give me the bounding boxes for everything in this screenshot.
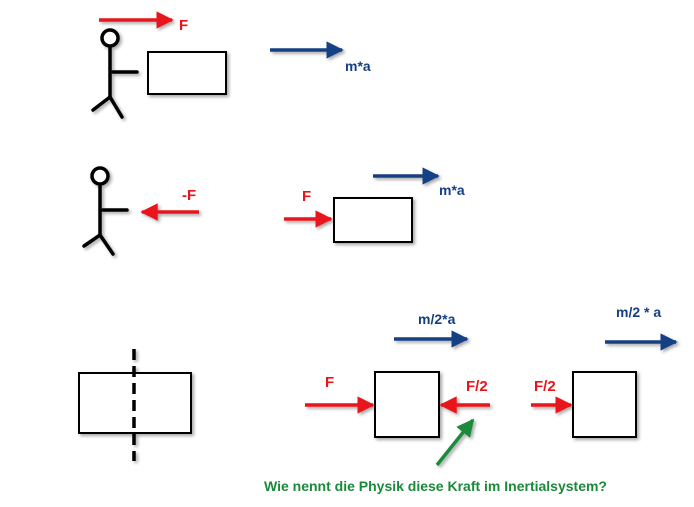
row1-box <box>147 51 227 95</box>
row2 <box>82 166 440 256</box>
stick-figure-icon <box>82 166 129 256</box>
row2-motion-label: m*a <box>439 182 465 198</box>
row1 <box>91 11 344 119</box>
row2-force-label: F <box>302 188 311 205</box>
row3-left-half-motion-label: m/2*a <box>418 311 456 327</box>
row3-right-force-label: F/2 <box>534 378 556 395</box>
row2-reaction-label: -F <box>182 187 196 204</box>
row3-right-half-motion-label: m/2 * a <box>616 304 661 320</box>
row1-motion-label: m*a <box>345 58 371 74</box>
row3-left-force-label: F <box>325 374 334 391</box>
row1-force-label: F <box>179 17 188 34</box>
row3-right-half-box <box>572 371 637 438</box>
question-text: Wie nennt die Physik diese Kraft im Iner… <box>264 478 607 494</box>
stick-figure-icon <box>91 28 139 119</box>
row3-internal-force-label: F/2 <box>466 378 488 395</box>
row3 <box>78 330 678 467</box>
question-pointer-arrow <box>435 418 475 467</box>
row3-left-half-box <box>374 371 440 438</box>
row2-box <box>333 197 413 243</box>
